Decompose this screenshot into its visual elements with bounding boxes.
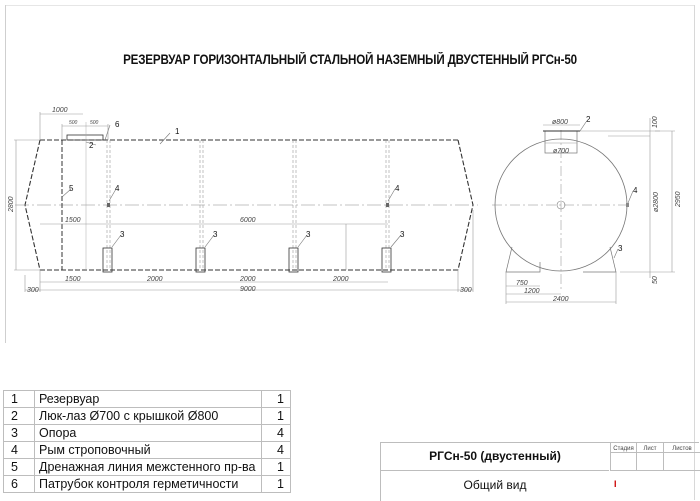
dim-lug-span: 6000 xyxy=(240,217,256,224)
callout-drain-line: 5 xyxy=(69,184,74,193)
dim-top-offset: 100 xyxy=(652,116,659,128)
callout-support-4: 3 xyxy=(400,230,405,239)
col-stage: Стадия xyxy=(611,443,637,470)
spec-name: Резервуар xyxy=(34,390,262,408)
spec-qty: 1 xyxy=(261,475,291,493)
table-row: 1 Резервуар 1 xyxy=(3,390,291,408)
dim-support-spacing-3: 2000 xyxy=(332,276,349,283)
dim-overall-height: 2950 xyxy=(675,191,682,208)
dim-manhole-right: 500 xyxy=(90,120,99,126)
dim-bottom-offset: 50 xyxy=(652,276,659,284)
callout-support-2: 3 xyxy=(213,230,218,239)
table-row: 3 Опора 4 xyxy=(3,424,291,442)
callout-tank: 1 xyxy=(175,127,180,136)
dim-base-width: 2400 xyxy=(552,296,569,303)
callout-support-1: 3 xyxy=(120,230,125,239)
callout-end-lug: 4 xyxy=(633,186,638,195)
frame-top-border xyxy=(5,5,695,6)
dim-shell-diameter: ø2800 xyxy=(653,192,660,212)
table-row: 2 Люк-лаз Ø700 с крышкой Ø800 1 xyxy=(3,407,291,425)
frame-left-border xyxy=(5,5,6,343)
product-name: РГСн-50 (двустенный) xyxy=(381,443,609,471)
spec-qty: 1 xyxy=(261,390,291,408)
dim-cover-diameter: ø800 xyxy=(552,119,568,126)
dim-manhole-offset: 1000 xyxy=(52,107,68,114)
table-row: 4 Рым строповочный 4 xyxy=(3,441,291,459)
spec-name: Патрубок контроля герметичности xyxy=(34,475,262,493)
dim-first-support: 1500 xyxy=(65,276,81,283)
spec-qty: 1 xyxy=(261,407,291,425)
col-sheet: Лист xyxy=(637,443,664,470)
view-name: Общий вид xyxy=(463,478,527,492)
table-row: 5 Дренажная линия межстенного пр-ва 1 xyxy=(3,458,291,476)
col-sheets: Листов xyxy=(672,446,692,452)
spec-pos: 1 xyxy=(3,390,35,408)
spec-name: Дренажная линия межстенного пр-ва xyxy=(34,458,262,476)
dim-end-left: 300 xyxy=(27,287,39,294)
spec-qty: 1 xyxy=(261,458,291,476)
dim-support-spacing-2: 2000 xyxy=(239,276,256,283)
end-view-labels: ø800 ø700 100 ø2800 2950 50 750 1200 240… xyxy=(516,115,682,303)
dim-half-base: 1200 xyxy=(524,288,540,295)
dim-manhole-left: 500 xyxy=(69,120,78,126)
dim-overall-length: 9000 xyxy=(240,286,256,293)
spec-qty: 4 xyxy=(261,441,291,459)
dim-manhole-diameter: ø700 xyxy=(553,148,569,155)
header-divider xyxy=(611,452,700,453)
spec-pos: 5 xyxy=(3,458,35,476)
dim-support-width: 750 xyxy=(516,280,528,287)
callout-manhole: 2 xyxy=(89,141,94,150)
callout-leak-nozzle: 6 xyxy=(115,120,120,129)
dim-first-lug: 1500 xyxy=(65,217,81,224)
spec-pos: 3 xyxy=(3,424,35,442)
specification-table: 1 Резервуар 1 2 Люк-лаз Ø700 с крышкой Ø… xyxy=(3,390,291,493)
side-view xyxy=(14,112,478,292)
dim-height: 2800 xyxy=(8,196,15,213)
end-view xyxy=(492,118,675,304)
dim-end-right: 300 xyxy=(460,287,472,294)
spec-pos: 6 xyxy=(3,475,35,493)
spec-name: Рым строповочный xyxy=(34,441,262,459)
title-block-columns: Стадия Лист Листов xyxy=(610,443,700,471)
side-view-labels: 1000 500 500 2800 1500 6000 1500 2000 20… xyxy=(8,107,472,294)
spec-qty: 4 xyxy=(261,424,291,442)
callout-lug-left: 4 xyxy=(115,184,120,193)
callout-end-support: 3 xyxy=(618,244,623,253)
frame-right-border xyxy=(694,5,695,500)
callout-end-manhole: 2 xyxy=(586,115,591,124)
stage-mark: I xyxy=(614,479,617,489)
drawing-title: РЕЗЕРВУАР ГОРИЗОНТАЛЬНЫЙ СТАЛЬНОЙ НАЗЕМН… xyxy=(123,52,577,67)
spec-name: Люк-лаз Ø700 с крышкой Ø800 xyxy=(34,407,262,425)
callout-lug-right: 4 xyxy=(395,184,400,193)
spec-pos: 2 xyxy=(3,407,35,425)
spec-name: Опора xyxy=(34,424,262,442)
table-row: 6 Патрубок контроля герметичности 1 xyxy=(3,475,291,493)
title-block: РГСн-50 (двустенный) Общий вид Стадия Ли… xyxy=(380,442,700,501)
spec-pos: 4 xyxy=(3,441,35,459)
dim-support-spacing-1: 2000 xyxy=(146,276,163,283)
callout-support-3: 3 xyxy=(306,230,311,239)
